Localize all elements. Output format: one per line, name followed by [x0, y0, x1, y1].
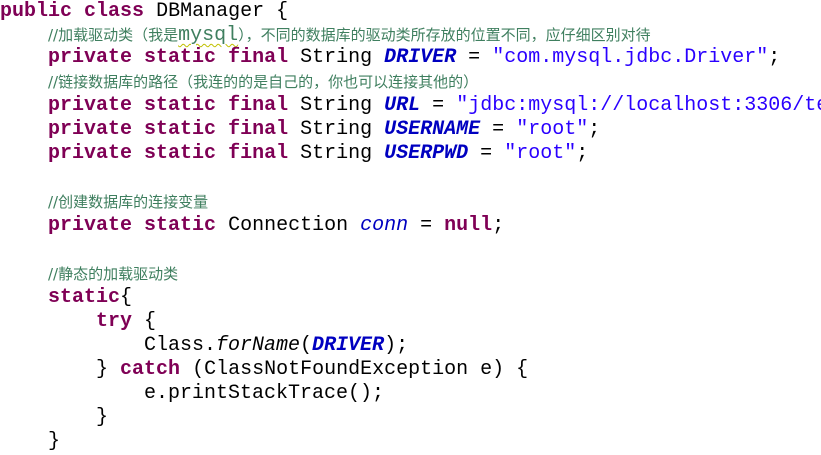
type-name: String — [300, 46, 373, 69]
string-literal: "root" — [504, 142, 577, 165]
field-name: conn — [360, 214, 409, 237]
comment-prefix: //加载驱动类（我是 — [48, 26, 179, 44]
type-name: Connection — [228, 214, 349, 237]
keyword-static: static — [48, 286, 121, 309]
assign-op: = — [432, 94, 445, 117]
code-line-try: try { — [96, 310, 156, 334]
field-name: USERNAME — [384, 118, 481, 141]
keyword-catch: catch — [120, 358, 181, 381]
field-name: DRIVER — [384, 46, 457, 69]
open-paren: ( — [300, 334, 313, 357]
catch-type: (ClassNotFoundException — [192, 358, 469, 381]
keyword-public: public — [0, 0, 73, 23]
comment-text: //创建数据库的连接变量 — [48, 193, 209, 211]
open-brace: { — [120, 286, 133, 309]
semicolon: ; — [576, 142, 589, 165]
keyword-try: try — [96, 310, 133, 333]
code-line-conn-field: private static Connection conn = null; — [48, 214, 504, 238]
method-name: forName — [216, 334, 301, 357]
field-name: URL — [384, 94, 421, 117]
keyword-class: class — [84, 0, 145, 23]
assign-op: = — [468, 46, 481, 69]
close-brace: } — [96, 358, 109, 381]
keyword-private: private — [48, 46, 133, 69]
code-line-comment-static: //静态的加载驱动类 — [48, 262, 178, 286]
code-line-comment-url: //链接数据库的路径（我连的的是自己的，你也可以连接其他的） — [48, 70, 478, 94]
assign-op: = — [492, 118, 505, 141]
type-name: String — [300, 94, 373, 117]
keyword-static: static — [144, 94, 217, 117]
code-line-close-catch: } — [96, 406, 108, 430]
code-line-comment-connection: //创建数据库的连接变量 — [48, 190, 208, 214]
code-line-static-block: static{ — [48, 286, 132, 310]
code-line-comment-driver: //加载驱动类（我是mysql），不同的数据库的驱动类所存放的位置不同，应仔细区… — [48, 23, 651, 47]
code-line-close-static: } — [48, 430, 60, 454]
code-line-url-field: private static final String URL = "jdbc:… — [48, 94, 821, 118]
keyword-final: final — [228, 94, 289, 117]
assign-op: = — [420, 214, 433, 237]
semicolon: ; — [492, 214, 505, 237]
type-name: String — [300, 142, 373, 165]
code-line-userpwd-field: private static final String USERPWD = "r… — [48, 142, 588, 166]
code-line-printstacktrace: e.printStackTrace(); — [144, 382, 384, 406]
comment-spellcheck-word: mysql — [178, 24, 239, 47]
method-call: .printStackTrace(); — [156, 382, 385, 405]
keyword-private: private — [48, 214, 133, 237]
string-literal: "com.mysql.jdbc.Driver" — [492, 46, 769, 69]
keyword-static: static — [144, 46, 217, 69]
semicolon: ; — [588, 118, 601, 141]
code-line-driver-field: private static final String DRIVER = "co… — [48, 46, 780, 70]
close-brace: } — [48, 430, 61, 453]
assign-op: = — [480, 142, 493, 165]
code-line-catch: } catch (ClassNotFoundException e) { — [96, 358, 528, 382]
open-brace: { — [144, 310, 157, 333]
class-ref: Class. — [144, 334, 217, 357]
comment-suffix: ），不同的数据库的驱动类所存放的位置不同，应仔细区别对待 — [238, 26, 651, 44]
keyword-static: static — [144, 142, 217, 165]
open-brace: { — [276, 0, 289, 23]
code-line-forname-call: Class.forName(DRIVER); — [144, 334, 408, 358]
keyword-static: static — [144, 214, 217, 237]
class-name: DBManager — [156, 0, 265, 23]
keyword-static: static — [144, 118, 217, 141]
comment-text: //链接数据库的路径（我连的的是自己的，你也可以连接其他的） — [48, 73, 479, 91]
keyword-private: private — [48, 142, 133, 165]
semicolon: ; — [768, 46, 781, 69]
keyword-null: null — [444, 214, 493, 237]
type-name: String — [300, 118, 373, 141]
keyword-final: final — [228, 118, 289, 141]
field-name: USERPWD — [384, 142, 469, 165]
var-ref: e — [144, 382, 157, 405]
string-literal: "jdbc:mysql://localhost:3306/te — [456, 94, 821, 117]
keyword-private: private — [48, 94, 133, 117]
code-line-class-declaration: public class DBManager { — [0, 0, 288, 24]
close-paren: ); — [384, 334, 409, 357]
argument-field: DRIVER — [312, 334, 385, 357]
code-line-username-field: private static final String USERNAME = "… — [48, 118, 600, 142]
string-literal: "root" — [516, 118, 589, 141]
keyword-private: private — [48, 118, 133, 141]
close-brace: } — [96, 406, 109, 429]
keyword-final: final — [228, 142, 289, 165]
keyword-final: final — [228, 46, 289, 69]
catch-param: e — [480, 358, 493, 381]
catch-close: ) { — [492, 358, 529, 381]
comment-text: //静态的加载驱动类 — [48, 265, 179, 283]
